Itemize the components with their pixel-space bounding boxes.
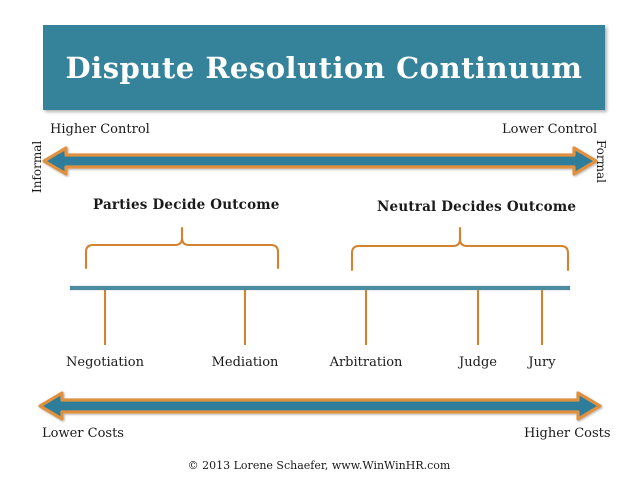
continuum-item-label: Negotiation <box>66 355 144 370</box>
lower-costs-label: Lower Costs <box>42 426 124 441</box>
continuum-item-label: Arbitration <box>329 355 403 370</box>
neutral-decides-outcome-label: Neutral Decides Outcome <box>377 199 577 215</box>
lower-control-label: Lower Control <box>502 122 598 137</box>
formal-label: Formal <box>594 140 608 184</box>
informal-label: Informal <box>30 140 44 193</box>
continuum-item-label: Jury <box>528 355 556 370</box>
page-title: Dispute Resolution Continuum <box>65 50 583 85</box>
copyright-notice: © 2013 Lorene Schaefer, www.WinWinHR.com <box>187 459 451 472</box>
right-brace-icon <box>350 226 570 272</box>
parties-decide-outcome-label: Parties Decide Outcome <box>93 197 280 213</box>
continuum-item-label: Judge <box>459 355 497 370</box>
continuum-ticks <box>103 290 544 345</box>
higher-costs-label: Higher Costs <box>524 426 611 441</box>
continuum-item-label: Mediation <box>211 355 279 370</box>
higher-control-label: Higher Control <box>50 122 150 137</box>
left-brace-icon <box>84 226 280 270</box>
top-double-arrow-icon <box>42 146 598 176</box>
bottom-double-arrow-icon <box>38 391 602 421</box>
title-banner: Dispute Resolution Continuum <box>43 25 605 110</box>
